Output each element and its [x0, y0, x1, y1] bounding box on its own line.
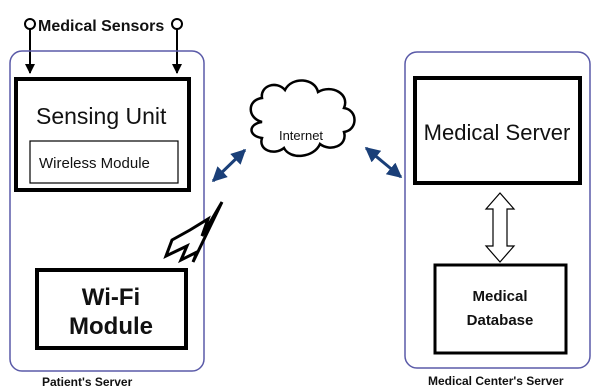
patient-server-caption: Patient's Server [42, 375, 133, 389]
wifi-module-line1: Wi-Fi [82, 284, 140, 311]
wifi-module-line2: Module [69, 313, 153, 340]
wifi-module-box: Wi-Fi Module [35, 268, 188, 350]
lightning-bolt-icon [163, 201, 224, 264]
internet-label: Internet [279, 128, 323, 143]
medical-sensors-label: Medical Sensors [38, 18, 164, 35]
wireless-module-box [29, 140, 179, 184]
medical-sensors-group: Medical Sensors [24, 18, 183, 74]
internet-cloud: Internet [249, 79, 356, 157]
medical-server-label: Medical Server [424, 120, 571, 145]
wireless-module-label: Wireless Module [39, 155, 150, 172]
medical-center-container: Medical Center's Server Medical Server M… [404, 51, 591, 388]
medical-database-line2: Database [467, 312, 534, 329]
patient-server-container: Patient's Server Sensing Unit Wireless M… [9, 50, 224, 389]
sensor-probe-icon [171, 18, 183, 74]
medical-database-box: Medical Database [433, 263, 568, 355]
patient-to-internet-link [211, 148, 247, 183]
medical-server-box: Medical Server [413, 76, 582, 185]
sensing-unit-label: Sensing Unit [36, 103, 167, 129]
sensing-unit-box: Sensing Unit Wireless Module [14, 77, 191, 192]
medical-center-caption: Medical Center's Server [428, 374, 564, 388]
medical-database-line1: Medical [472, 288, 527, 305]
double-headed-arrow-icon [484, 192, 516, 263]
cloud-icon [249, 79, 356, 157]
internet-to-medical-center-link [364, 146, 403, 179]
sensor-probe-icon [24, 18, 36, 74]
